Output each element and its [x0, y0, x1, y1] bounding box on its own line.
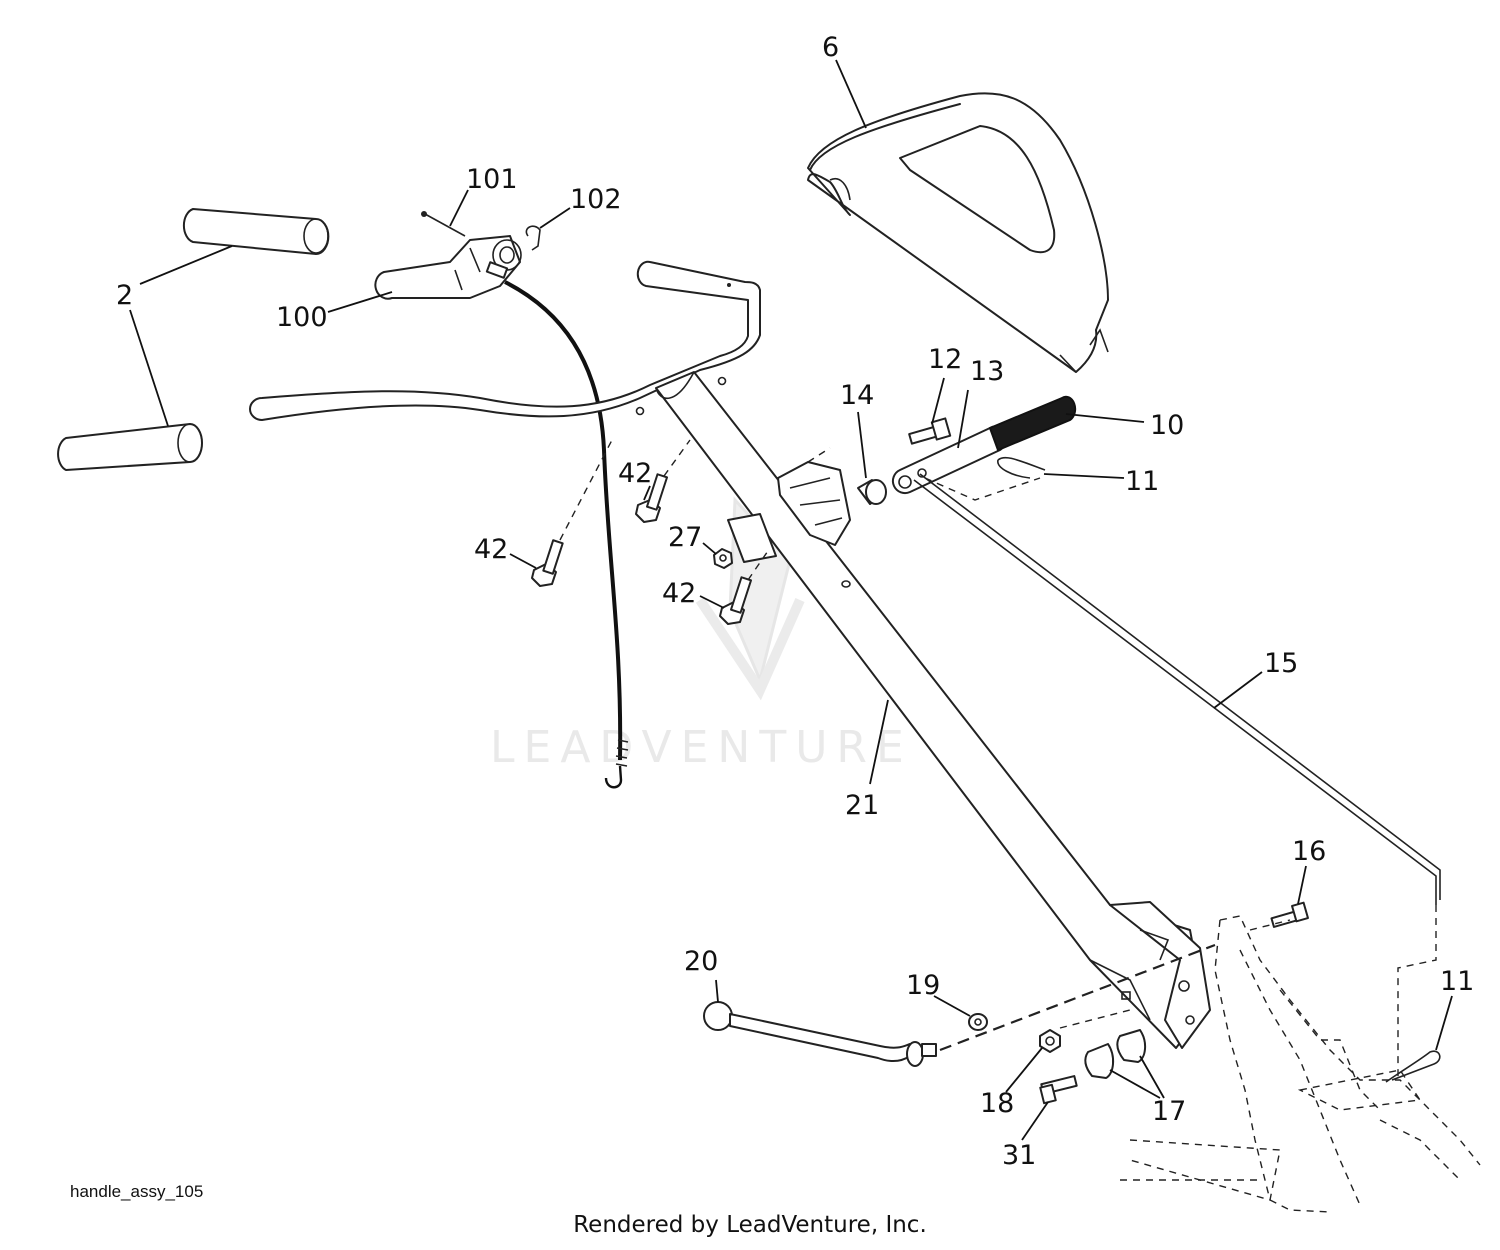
shift-knob-10[interactable]: [988, 395, 1077, 452]
callout-10: 10: [1150, 410, 1184, 441]
callout-12: 12: [928, 344, 962, 375]
callout-42-middle: 42: [618, 458, 652, 489]
callout-42-left: 42: [474, 534, 508, 565]
bolt-31: [1039, 1075, 1078, 1105]
callout-101: 101: [466, 164, 518, 195]
callout-6: 6: [822, 32, 839, 63]
lever-20[interactable]: [703, 1001, 937, 1067]
callout-labels: 2 6 10 11 11 12 13 14 15 16 17 18 19 20 …: [116, 32, 1474, 1171]
callout-18: 18: [980, 1088, 1014, 1119]
handle-bar[interactable]: [249, 260, 761, 421]
alignment-line-shift: [924, 477, 1041, 501]
hex-nut-18: [1039, 1029, 1061, 1053]
flange-bolt-42-middle: [635, 439, 691, 523]
callout-2: 2: [116, 280, 133, 311]
callout-27: 27: [668, 522, 702, 553]
spacer-14: [857, 479, 887, 505]
hex-nut-27: [713, 548, 733, 569]
callout-14: 14: [840, 380, 874, 411]
callout-42-lower: 42: [662, 578, 696, 609]
callout-100: 100: [276, 302, 328, 333]
hairpin-clip-11-lower: [1385, 1050, 1441, 1083]
control-lever-assembly[interactable]: [374, 235, 522, 300]
pad-17-right: [1116, 1029, 1146, 1063]
hairpin-clip-11-upper: [997, 456, 1046, 479]
nut-alignment-line: [1059, 1009, 1131, 1029]
watermark-text: LEADVENTURE: [490, 722, 913, 773]
callout-15: 15: [1264, 648, 1298, 679]
callout-21: 21: [845, 790, 879, 821]
callout-11-lower: 11: [1440, 966, 1474, 997]
retaining-clip: [525, 225, 541, 251]
pad-17-left: [1084, 1043, 1114, 1079]
main-handle-tube[interactable]: [655, 371, 1211, 1049]
callout-102: 102: [570, 184, 622, 215]
callout-20: 20: [684, 946, 718, 977]
callout-19: 19: [906, 970, 940, 1001]
console-cover-6[interactable]: [807, 92, 1109, 373]
hand-grip-lower[interactable]: [57, 423, 203, 471]
control-cable: [504, 280, 629, 789]
hand-grip-upper[interactable]: [182, 208, 330, 255]
washer-19: [968, 1013, 988, 1031]
pivot-axis-line: [939, 943, 1216, 1052]
flange-bolt-42-left: [531, 439, 613, 587]
mounting-bracket: [777, 447, 851, 546]
callout-11-upper: 11: [1125, 466, 1159, 497]
shoulder-bolt-12: [908, 417, 952, 445]
shift-rod-15[interactable]: [913, 473, 1441, 905]
callout-13: 13: [970, 356, 1004, 387]
diagram-id: handle_assy_105: [70, 1182, 204, 1201]
callout-17: 17: [1152, 1096, 1186, 1127]
render-credit: Rendered by LeadVenture, Inc.: [573, 1212, 927, 1238]
callout-16: 16: [1292, 836, 1326, 867]
clamp-plate: [727, 513, 777, 563]
callout-31: 31: [1002, 1140, 1036, 1171]
lever-pin: [421, 211, 466, 237]
tiller-frame-reference: [1120, 905, 1481, 1213]
leader-lines: [129, 59, 1453, 1141]
flange-bolt-42-lower: [719, 547, 771, 625]
